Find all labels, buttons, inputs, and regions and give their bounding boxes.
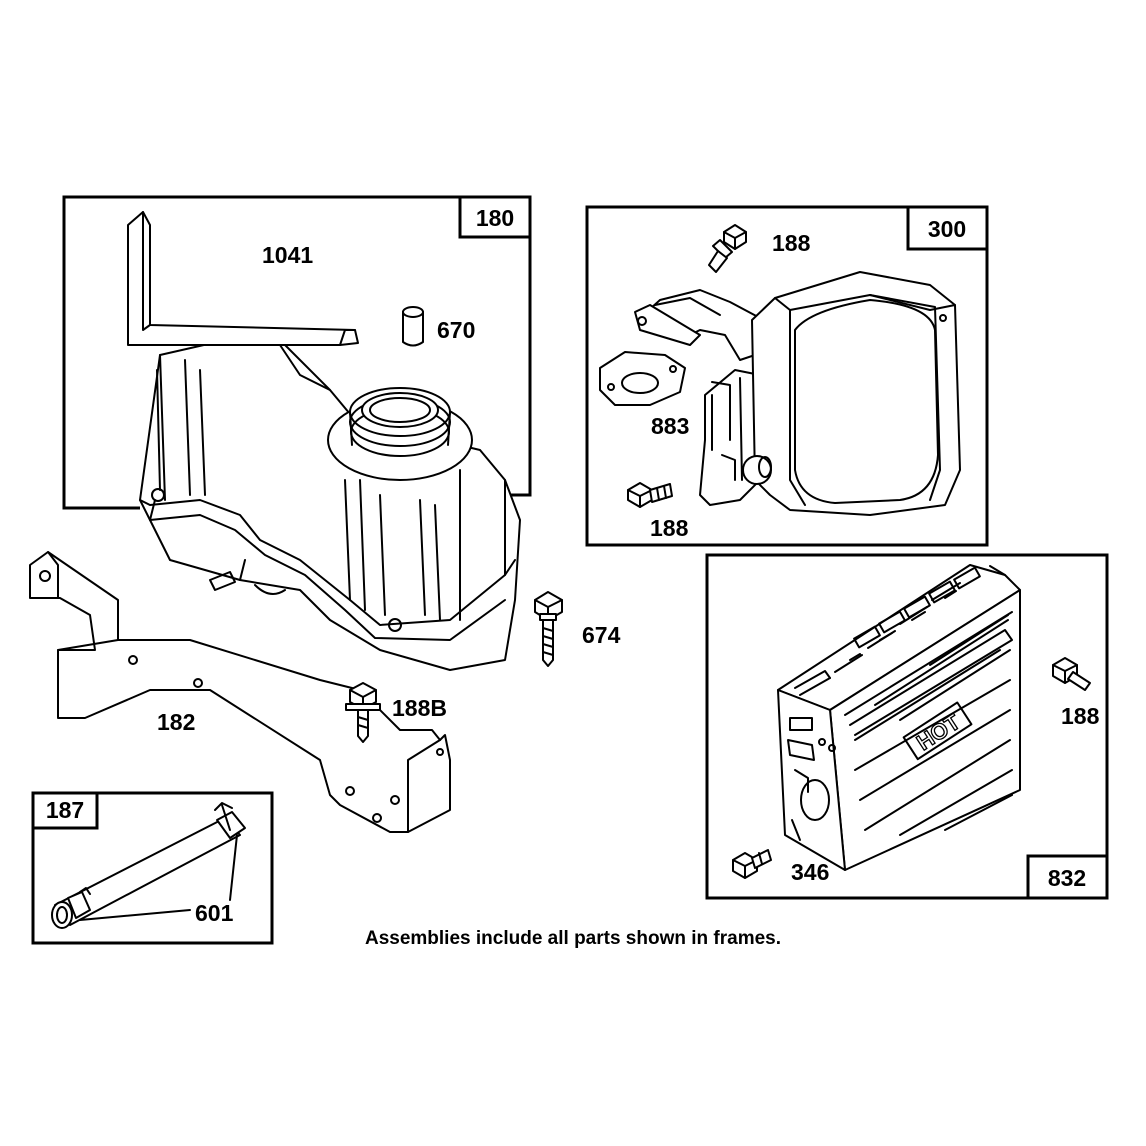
bracket-182 [29, 551, 451, 833]
bushing-670 [402, 306, 424, 347]
label-188-mid: 188 [650, 515, 689, 541]
frame-187: 187 [31, 791, 274, 945]
label-883: 883 [651, 413, 689, 439]
screw-188B [345, 682, 381, 743]
screw-674 [534, 591, 563, 667]
muffler-guard: HOT [777, 564, 1021, 871]
screw-188-right [1052, 657, 1091, 691]
frame-number-180: 180 [476, 205, 514, 231]
frame-832: 832 [705, 553, 1109, 900]
label-1041: 1041 [262, 242, 313, 268]
label-188-top: 188 [772, 230, 811, 256]
muffler [599, 271, 961, 516]
frame-number-300: 300 [928, 216, 966, 242]
frame-number-832: 832 [1048, 865, 1086, 891]
fuel-hose [51, 802, 246, 929]
label-188-right: 188 [1061, 703, 1100, 729]
frame-180: 180 [62, 195, 532, 510]
fuel-tank [139, 329, 521, 671]
label-601: 601 [195, 900, 234, 926]
screw-346 [732, 849, 772, 879]
label-670: 670 [437, 317, 475, 343]
screw-188-top [708, 224, 747, 273]
frame-number-187: 187 [46, 797, 84, 823]
screw-188-mid [627, 482, 673, 508]
label-188B: 188B [392, 695, 447, 721]
label-182: 182 [157, 709, 195, 735]
diagram-caption: Assemblies include all parts shown in fr… [364, 928, 782, 949]
label-346: 346 [791, 859, 829, 885]
fuel-line-1041 [127, 211, 359, 346]
frame-300: 300 [585, 205, 989, 547]
label-674: 674 [582, 622, 621, 648]
